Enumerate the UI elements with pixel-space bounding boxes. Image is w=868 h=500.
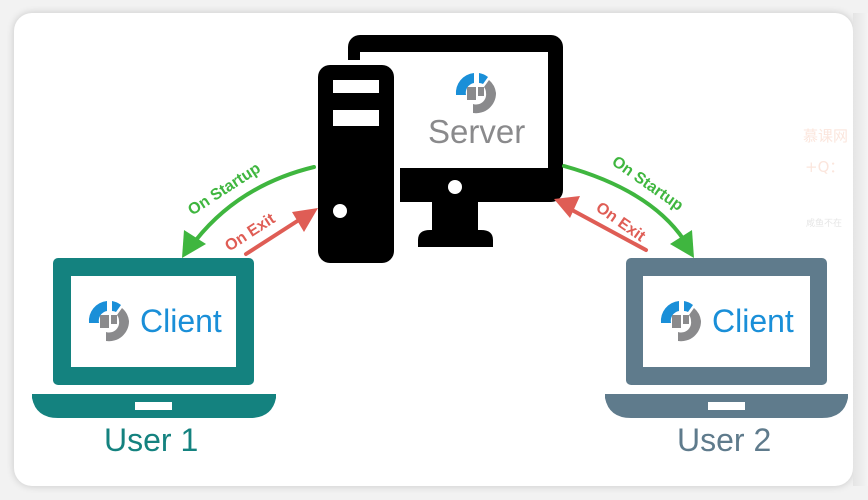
- watermark-line-1: 慕课网: [803, 127, 849, 145]
- user-1-label: User 1: [104, 422, 199, 458]
- exit-arrow-left: [244, 208, 318, 256]
- client-2-label: Client: [712, 303, 794, 339]
- server-label: Server: [428, 113, 526, 150]
- client-laptop-1-icon: [32, 258, 276, 418]
- startup-arrow-left: [182, 165, 316, 258]
- user-2-label: User 2: [677, 422, 772, 458]
- frame-edge: [853, 13, 868, 486]
- server-tower-icon: [312, 60, 400, 268]
- startup-arrow-right: [562, 164, 694, 258]
- exit-arrow-right: [554, 196, 648, 252]
- watermark-line-3: 咸鱼不在: [806, 219, 843, 229]
- watermark-line-2: +Q：: [805, 158, 845, 176]
- client-1-label: Client: [140, 303, 222, 339]
- client-laptop-2-icon: [605, 258, 848, 418]
